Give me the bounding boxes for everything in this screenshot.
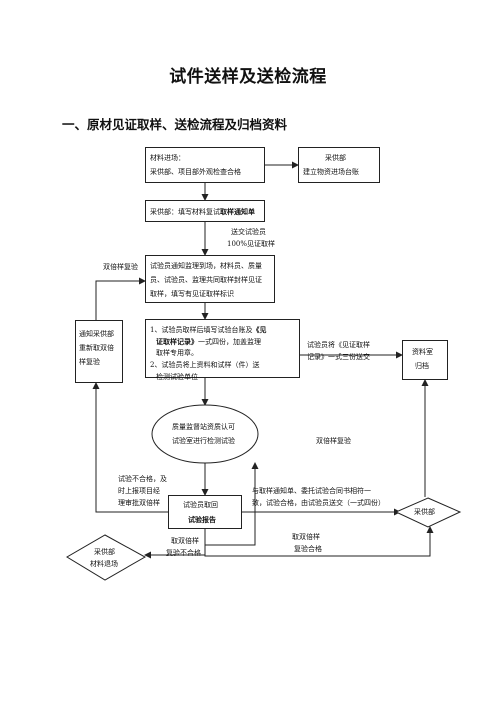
notify-double-line1: 通知采供部 (79, 330, 114, 338)
sampling-box (145, 255, 275, 303)
report-line2: 试验报告 (188, 515, 216, 524)
deliver-note-line2: 100%见证取样 (227, 240, 276, 248)
register-line3: 取样专用章。 (156, 349, 198, 357)
section-heading: 一、原材见证取样、送检流程及归档资料 (62, 117, 288, 132)
materials-entry-line1: 材料进场： (150, 154, 185, 162)
fill-notice-prefix: 采供部：填写材料复试 (150, 208, 220, 216)
materials-entry-box (145, 147, 265, 183)
return-materials-diamond-shape (66, 534, 147, 581)
notify-double-line3: 样复验 (79, 358, 100, 366)
fail-note-line3: 理审批双倍样 (118, 499, 160, 507)
register-line1b: 《见 (252, 325, 267, 334)
lab-test-ellipse (151, 404, 259, 464)
retake-pass-line2: 复验合格 (294, 545, 322, 553)
notify-double-line2: 重新取双倍 (79, 344, 114, 352)
archive-line2: 归档 (415, 362, 429, 370)
fill-notice-box (145, 200, 265, 222)
procurement-diamond-label: 采供部 (414, 508, 435, 516)
fail-note-line2: 时上报项目经 (118, 487, 160, 495)
archive-box (402, 340, 448, 380)
register-box (145, 319, 300, 378)
procurement-ledger-line1: 采供部 (325, 154, 346, 162)
procurement-diamond-shape (394, 497, 462, 528)
report-line1: 试验员取回 (183, 501, 218, 509)
register-line2: 证取样记录》一式四份，加盖监理 (156, 336, 261, 348)
register-line5: 检测试验单位 (156, 373, 198, 381)
double-retest-label-left: 双倍样复验 (103, 263, 138, 271)
double-retest-label-right: 双倍样复验 (316, 437, 351, 445)
register-line2b: 一式四份，加盖监理 (198, 338, 261, 346)
lab-test-line2: 试验室进行检测试验 (172, 437, 235, 445)
compare-note-line2: 致，试验合格，由试验员送交（一式四份） (252, 499, 385, 507)
record-note-line1: 试验员将《见证取样 (307, 341, 370, 349)
register-line1a: 1、试验员取样后填写试验台账及 (150, 326, 253, 334)
retake-fail-line1: 取双倍样 (171, 537, 199, 545)
fill-notice-text: 采供部：填写材料复试取样通知单 (150, 206, 255, 218)
deliver-note-line1: 送交试验员 (231, 228, 266, 236)
archive-line1: 资料室 (412, 348, 433, 356)
register-line2a: 证取样记录》 (156, 337, 198, 346)
return-materials-line1: 采供部 (94, 548, 115, 556)
return-materials-line2: 材料退场 (90, 560, 118, 568)
compare-note-line1: 与取样通知单、委托试验合同书相符一 (252, 487, 371, 495)
report-box (168, 495, 242, 529)
sampling-line2: 员、试验员、监理共同取样封样见证 (150, 276, 262, 284)
register-line1: 1、试验员取样后填写试验台账及《见 (150, 324, 266, 336)
retake-pass-line1: 取双倍样 (292, 533, 320, 541)
page-title: 试件送样及送检流程 (169, 67, 327, 87)
arrow-double-retest-loop (204, 462, 259, 546)
lab-test-line1: 质量监督站资质认可 (172, 423, 235, 431)
notify-double-box (75, 320, 123, 383)
sampling-line3: 取样，填写有见证取样标识 (150, 290, 234, 298)
materials-entry-line2: 采供部、项目部外观检查合格 (150, 168, 241, 176)
arrow-retake-pass-to-procurement (204, 526, 434, 557)
procurement-ledger-box (298, 147, 380, 183)
arrow-fail-to-notify (92, 382, 168, 513)
fail-note-line1: 试验不合格，及 (118, 475, 167, 483)
arrow-notify-to-sampling (95, 277, 146, 320)
fill-notice-bold: 取样通知单 (220, 207, 255, 216)
procurement-ledger-line2: 建立物资进场台账 (303, 168, 359, 176)
sampling-line1: 试验员通知监理到场，材料员、质量 (150, 262, 262, 270)
record-note-line2: 记录》一式三份送交 (307, 353, 370, 361)
register-line4: 2、试验员将上资料和试样（件）送 (150, 361, 260, 369)
retake-fail-line2: 复验不合格 (166, 549, 201, 557)
